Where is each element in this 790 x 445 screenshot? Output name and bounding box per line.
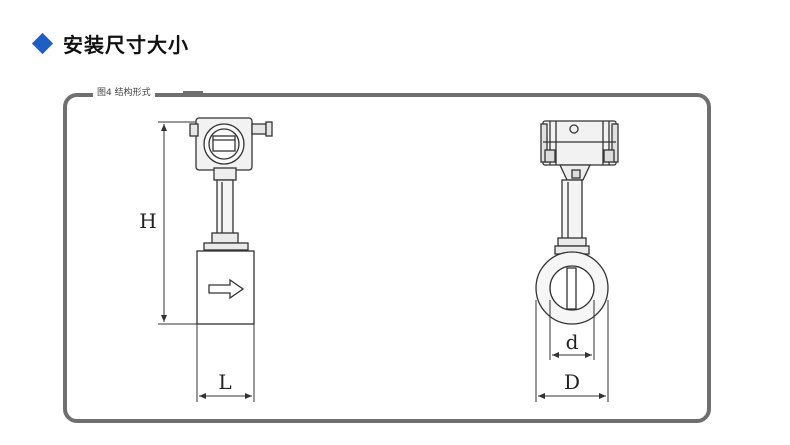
stem-side [203, 179, 249, 251]
transmitter-head-front [540, 120, 619, 181]
figure-frame [63, 93, 711, 423]
caption-rule [183, 91, 203, 95]
section-header: 安装尺寸大小 [30, 28, 189, 58]
flange-ring [535, 251, 609, 325]
label-l: L [218, 370, 231, 394]
dimension-h [158, 121, 197, 325]
dimension-l [196, 324, 255, 402]
label-d-inner: d [566, 330, 579, 354]
dimension-d-outer [535, 300, 609, 402]
dimension-d-inner [549, 300, 595, 360]
label-h: H [139, 209, 156, 233]
flow-arrow-icon [208, 278, 245, 300]
label-d-outer: D [564, 370, 580, 394]
front-view [535, 120, 619, 402]
stem-front [554, 179, 590, 255]
transmitter-head-side [189, 117, 273, 181]
side-view [158, 117, 273, 402]
page-title: 安装尺寸大小 [63, 32, 189, 57]
figure-caption: 图4 结构形式 [93, 86, 155, 100]
